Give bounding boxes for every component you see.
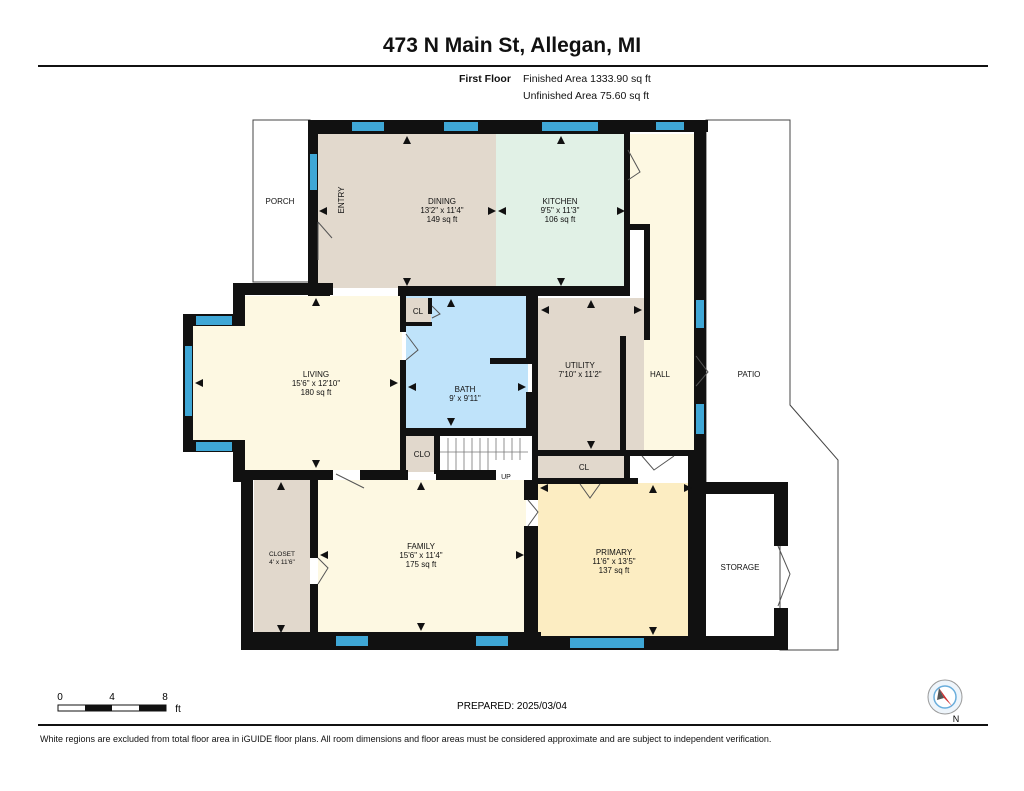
footer-rule <box>38 724 988 726</box>
floor-label: First Floor <box>459 73 511 85</box>
storage-label: STORAGE <box>721 563 760 572</box>
windows <box>185 122 704 648</box>
family-room <box>318 480 526 632</box>
up-label: UP <box>501 474 511 481</box>
clo-closet <box>406 436 438 472</box>
unfinished-area: Unfinished Area 75.60 sq ft <box>523 90 650 102</box>
cl-closet-2 <box>538 456 628 480</box>
dining-name: DINING <box>428 197 456 206</box>
living-area: 180 sq ft <box>301 388 332 397</box>
utility-dims: 7'10" x 11'2" <box>558 370 601 379</box>
scale-tick-8: 8 <box>162 692 168 703</box>
storage-room <box>706 495 778 637</box>
primary-dims: 11'6" x 13'5" <box>592 557 635 566</box>
cl-label-2: CL <box>579 463 590 472</box>
porch-label: PORCH <box>266 197 295 206</box>
finished-area: Finished Area 1333.90 sq ft <box>523 73 651 85</box>
scale-bar: 0 4 8 ft <box>57 692 181 715</box>
living-room <box>193 296 402 470</box>
family-area: 175 sq ft <box>406 560 437 569</box>
patio-label: PATIO <box>738 370 761 379</box>
dimension-arrows <box>195 136 692 635</box>
kitchen-name: KITCHEN <box>542 197 577 206</box>
prepared-date: PREPARED: 2025/03/04 <box>457 701 567 712</box>
compass-icon: N <box>927 679 963 724</box>
dining-room <box>318 134 498 288</box>
primary-area: 137 sq ft <box>599 566 630 575</box>
stair-treads <box>440 438 528 472</box>
living-name: LIVING <box>303 370 329 379</box>
stairs <box>440 436 528 474</box>
walls <box>183 120 788 650</box>
compass-n-label: N <box>953 714 960 724</box>
scale-unit: ft <box>175 704 181 715</box>
header-rule <box>38 65 988 67</box>
closet-name: CLOSET <box>269 551 295 558</box>
primary-name: PRIMARY <box>596 548 633 557</box>
primary-room <box>538 483 694 637</box>
kitchen-dims: 9'5" x 11'3" <box>541 206 580 215</box>
page-title: 473 N Main St, Allegan, MI <box>382 34 642 57</box>
bath-dims: 9' x 9'11" <box>449 394 481 403</box>
doors <box>317 149 791 607</box>
cl-label-1: CL <box>413 307 424 316</box>
clo-label: CLO <box>414 450 430 459</box>
scale-tick-0: 0 <box>57 692 63 703</box>
cl-closet-1 <box>406 298 431 322</box>
kitchen-room <box>496 134 628 288</box>
dining-area: 149 sq ft <box>427 215 458 224</box>
utility-name: UTILITY <box>565 361 595 370</box>
living-dims: 15'6" x 12'10" <box>292 379 340 388</box>
utility-room <box>538 298 644 450</box>
scale-tick-4: 4 <box>109 692 115 703</box>
hall-label: HALL <box>650 370 671 379</box>
dining-dims: 13'2" x 11'4" <box>420 206 463 215</box>
bath-name: BATH <box>455 385 476 394</box>
closet-room <box>254 480 310 635</box>
closet-dims: 4' x 11'6" <box>269 559 295 566</box>
family-name: FAMILY <box>407 542 436 551</box>
entry-label: ENTRY <box>337 186 346 214</box>
family-dims: 15'6" x 11'4" <box>399 551 442 560</box>
kitchen-area: 106 sq ft <box>545 215 576 224</box>
disclaimer-text: White regions are excluded from total fl… <box>40 734 772 744</box>
